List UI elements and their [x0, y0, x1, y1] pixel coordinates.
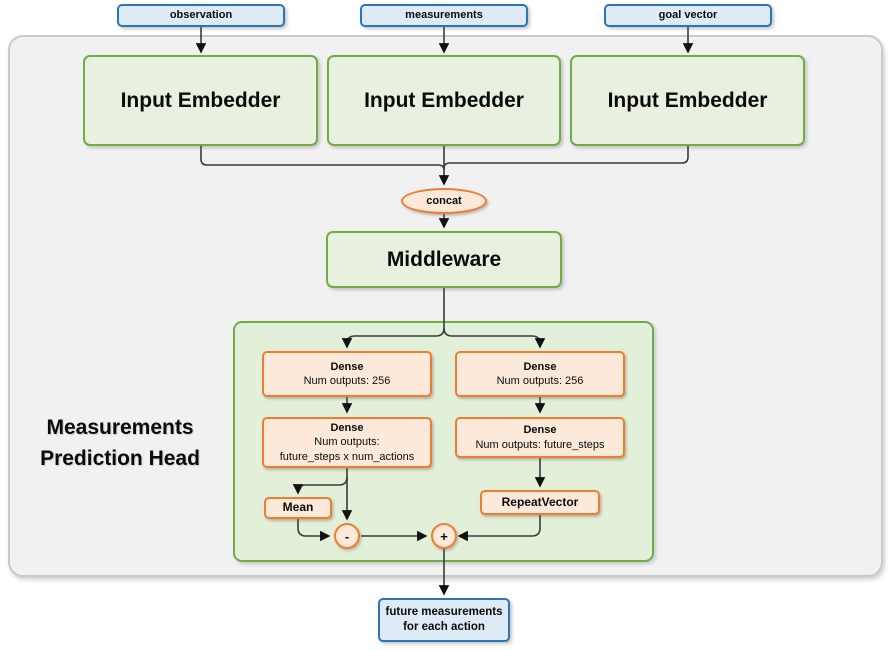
input-box-measurements: measurements: [360, 4, 528, 27]
input-embedder-1: Input Embedder: [83, 55, 318, 146]
repeat-vector-label: RepeatVector: [501, 494, 579, 509]
concat-node: concat: [401, 188, 487, 214]
input-box-observation: observation: [117, 4, 285, 27]
input-embedder-3-label: Input Embedder: [607, 88, 768, 112]
repeat-vector-block: RepeatVector: [480, 490, 600, 515]
left-dense-2: Dense Num outputs: future_steps x num_ac…: [262, 417, 432, 468]
input-embedder-2-label: Input Embedder: [364, 88, 524, 112]
input-embedder-2: Input Embedder: [327, 55, 561, 146]
input-box-goal-vector: goal vector: [604, 4, 772, 27]
middleware-block: Middleware: [326, 231, 562, 288]
right-dense-1: Dense Num outputs: 256: [455, 351, 625, 397]
right-dense-2-title: Dense: [523, 424, 557, 437]
output-label-line2: for each action: [403, 621, 485, 633]
observation-label: observation: [169, 9, 233, 22]
concat-label: concat: [426, 194, 462, 207]
measurements-label: measurements: [405, 9, 483, 22]
mean-block: Mean: [264, 497, 332, 519]
goal-vector-label: goal vector: [658, 9, 718, 22]
right-dense-1-outputs: Num outputs: 256: [496, 375, 584, 387]
left-dense-2-outputs-line1: Num outputs:: [314, 436, 380, 449]
left-dense-2-title: Dense: [330, 422, 364, 435]
prediction-head-title-line1: Measurements: [46, 416, 194, 439]
right-dense-2: Dense Num outputs: future_steps: [455, 417, 625, 458]
subtract-symbol: -: [344, 528, 350, 544]
subtract-node: -: [334, 523, 360, 549]
mean-label: Mean: [282, 500, 314, 515]
input-embedder-1-label: Input Embedder: [120, 88, 281, 112]
prediction-head-title-line2: Prediction Head: [40, 447, 200, 470]
output-box: future measurements for each action: [378, 598, 510, 642]
middleware-label: Middleware: [386, 247, 502, 271]
input-embedder-3: Input Embedder: [570, 55, 805, 146]
prediction-head-title: Measurements Prediction Head: [14, 412, 226, 474]
add-symbol: +: [440, 528, 448, 544]
left-dense-2-outputs-line2: future_steps x num_actions: [279, 450, 415, 463]
left-dense-1-outputs: Num outputs: 256: [303, 375, 391, 387]
add-node: +: [431, 523, 457, 549]
left-dense-1-title: Dense: [330, 360, 364, 373]
right-dense-2-outputs: Num outputs: future_steps: [475, 438, 605, 451]
left-dense-1: Dense Num outputs: 256: [262, 351, 432, 397]
output-label-line1: future measurements: [385, 606, 503, 619]
right-dense-1-title: Dense: [523, 360, 557, 373]
